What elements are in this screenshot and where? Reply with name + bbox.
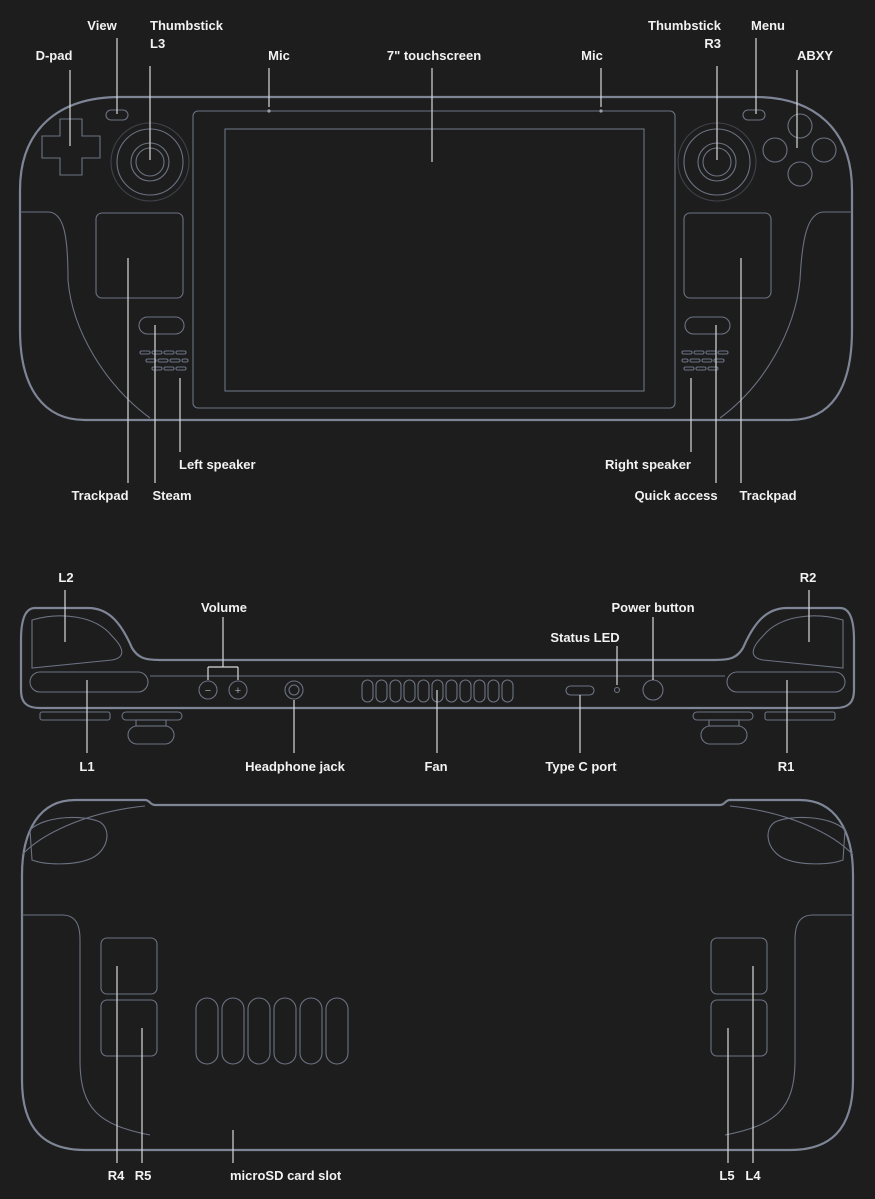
l2-trigger [31, 615, 123, 669]
label-abxy: ABXY [797, 48, 833, 63]
top-view: − + [19, 570, 856, 774]
left-trackpad [95, 212, 184, 299]
label-thumbstick-right: Thumbstick [648, 18, 722, 33]
label-l5: L5 [719, 1168, 734, 1183]
screen-bezel [192, 110, 676, 409]
right-shoulder-band [729, 805, 854, 856]
top-leader-lines [64, 590, 810, 753]
dpad-icon [41, 118, 101, 176]
left-speaker-grille [139, 350, 189, 371]
r4-paddle [100, 937, 158, 995]
front-device-outline [18, 95, 854, 422]
headphone-jack-inner [288, 684, 300, 696]
label-left-speaker: Left speaker [179, 457, 256, 472]
label-l1: L1 [79, 759, 94, 774]
l4-paddle [710, 937, 768, 995]
right-speaker-grille [681, 350, 729, 371]
label-microsd-slot: microSD card slot [230, 1168, 342, 1183]
label-fan: Fan [424, 759, 447, 774]
label-touchscreen: 7" touchscreen [387, 48, 481, 63]
front-view: D-pad View Thumbstick L3 Mic 7" touchscr… [18, 18, 854, 503]
label-r2: R2 [800, 570, 817, 585]
mic-left-dot [267, 109, 271, 113]
label-power-button: Power button [611, 600, 694, 615]
back-leader-lines [116, 966, 754, 1163]
volume-plus-glyph: + [235, 685, 241, 697]
label-r4: R4 [108, 1168, 125, 1183]
label-r3: R3 [704, 36, 721, 51]
back-device-outline [20, 798, 855, 1152]
right-grip-contour [719, 211, 852, 419]
underside-parts [39, 711, 836, 745]
label-status-led: Status LED [550, 630, 619, 645]
rear-vents [195, 997, 349, 1065]
r2-trigger [752, 615, 844, 669]
back-panel-left-contour [22, 914, 151, 1136]
steam-button [138, 316, 185, 335]
label-l2: L2 [58, 570, 73, 585]
label-trackpad-right: Trackpad [739, 488, 796, 503]
back-panel-right-contour [724, 914, 853, 1136]
menu-button [742, 109, 766, 121]
label-volume: Volume [201, 600, 247, 615]
label-l4: L4 [745, 1168, 761, 1183]
volume-minus-glyph: − [205, 685, 211, 697]
headphone-jack [284, 680, 304, 700]
front-leader-lines [69, 38, 798, 483]
abxy-button-y [787, 113, 813, 139]
right-trackpad [683, 212, 772, 299]
label-mic-left: Mic [268, 48, 290, 63]
touchscreen [224, 128, 645, 392]
abxy-button-b [811, 137, 837, 163]
label-quick-access: Quick access [634, 488, 717, 503]
left-shoulder-band [21, 805, 146, 856]
abxy-button-a [787, 161, 813, 187]
top-device-outline [19, 606, 856, 710]
label-menu: Menu [751, 18, 785, 33]
label-headphone-jack: Headphone jack [245, 759, 345, 774]
volume-down-button [198, 680, 218, 700]
left-grip-contour [20, 211, 151, 419]
abxy-button-x [762, 137, 788, 163]
r5-paddle [100, 999, 158, 1057]
label-l3: L3 [150, 36, 165, 51]
label-r1: R1 [778, 759, 795, 774]
label-steam: Steam [152, 488, 191, 503]
volume-up-button [228, 680, 248, 700]
right-grip-recess [767, 816, 846, 865]
type-c-port [565, 685, 595, 696]
left-grip-recess [29, 816, 108, 865]
label-r5: R5 [135, 1168, 152, 1183]
mic-right-dot [599, 109, 603, 113]
back-view: R4 R5 microSD card slot L5 L4 [20, 798, 855, 1183]
fan-vents [361, 679, 514, 703]
status-led [613, 686, 621, 694]
label-thumbstick-left: Thumbstick [150, 18, 224, 33]
r1-bumper [726, 671, 846, 693]
power-button [642, 679, 664, 701]
label-right-speaker: Right speaker [605, 457, 691, 472]
label-mic-right: Mic [581, 48, 603, 63]
l5-paddle [710, 999, 768, 1057]
label-dpad: D-pad [36, 48, 73, 63]
label-type-c-port: Type C port [545, 759, 617, 774]
quick-access-button [684, 316, 731, 335]
label-view: View [87, 18, 117, 33]
l1-bumper [29, 671, 149, 693]
label-trackpad-left: Trackpad [71, 488, 128, 503]
